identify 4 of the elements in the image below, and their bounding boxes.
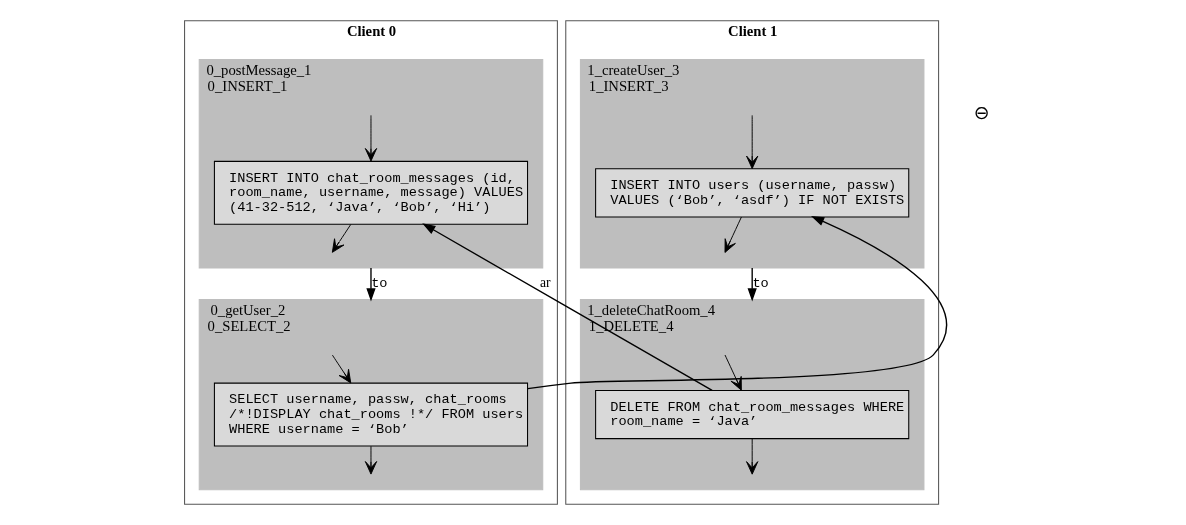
label: ⊖ bbox=[973, 101, 990, 123]
edge-label: to bbox=[752, 276, 769, 292]
edge-label: ar bbox=[540, 275, 551, 291]
edge-label: to bbox=[371, 276, 388, 292]
